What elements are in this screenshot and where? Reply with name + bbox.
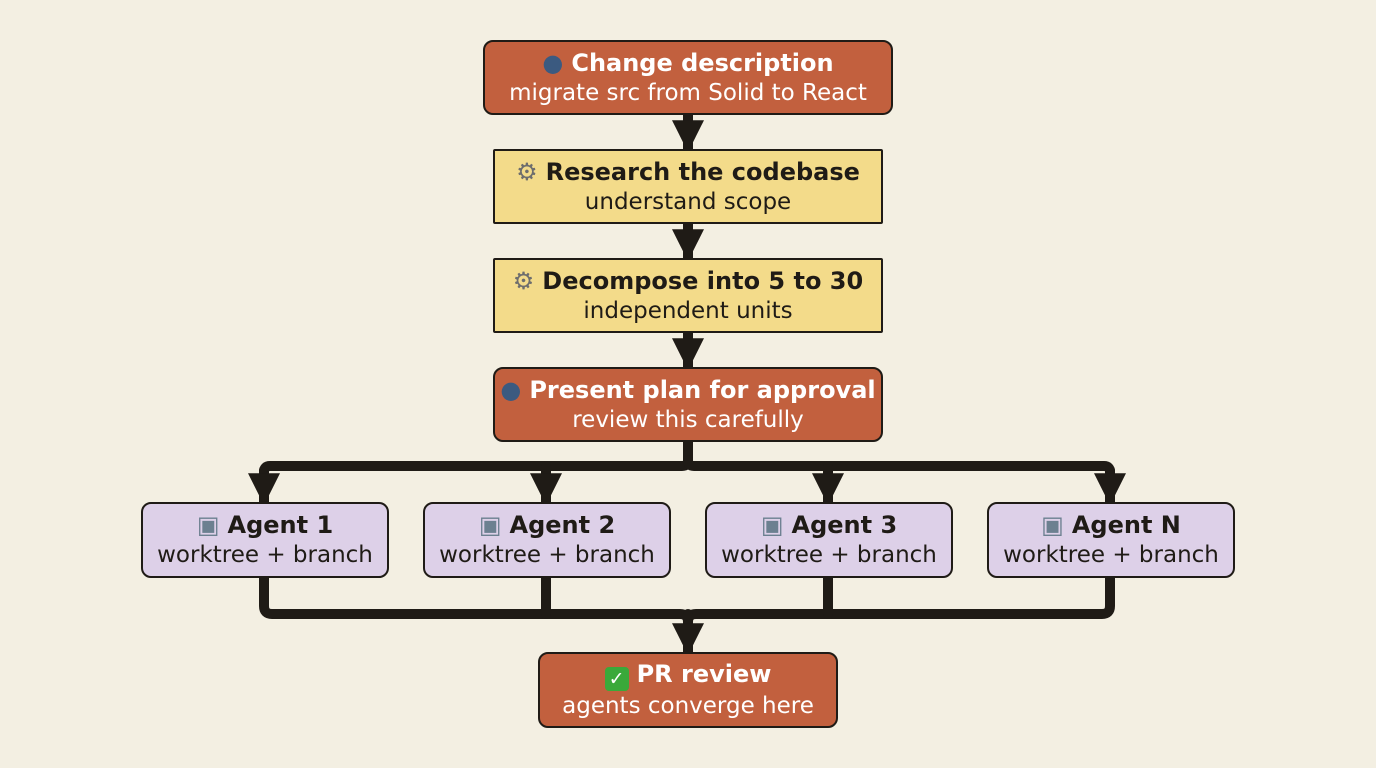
pr-review-node: ✓ PR review agents converge here <box>538 652 838 728</box>
agent-3-node: ▣Agent 3 worktree + branch <box>705 502 953 578</box>
merge-right <box>683 573 1115 627</box>
pr-review-title: PR review <box>636 660 772 688</box>
agent-1-title: Agent 1 <box>227 511 334 539</box>
robot-icon: ▣ <box>478 511 502 539</box>
person-icon: ● <box>542 48 564 77</box>
branch-trunk <box>259 437 693 481</box>
gear-icon: ⚙ <box>516 157 538 186</box>
research-codebase-subtitle: understand scope <box>584 188 792 215</box>
pr-review-subtitle: agents converge here <box>562 693 814 719</box>
agent-n-title: Agent N <box>1071 511 1181 539</box>
plan-approval-subtitle: review this carefully <box>572 406 804 433</box>
research-codebase-title: Research the codebase <box>545 157 860 186</box>
agent-3-subtitle: worktree + branch <box>721 542 937 568</box>
change-description-title: Change description <box>571 48 834 77</box>
check-icon: ✓ <box>604 667 629 691</box>
decompose-units-subtitle: independent units <box>583 297 793 324</box>
decompose-units-node: ⚙Decompose into 5 to 30 independent unit… <box>493 258 883 333</box>
change-description-node: ●Change description migrate src from Sol… <box>483 40 893 115</box>
agent-n-node: ▣Agent N worktree + branch <box>987 502 1235 578</box>
robot-icon: ▣ <box>196 511 220 539</box>
agent-1-node: ▣Agent 1 worktree + branch <box>141 502 389 578</box>
agent-1-subtitle: worktree + branch <box>157 542 373 568</box>
agent-2-node: ▣Agent 2 worktree + branch <box>423 502 671 578</box>
research-codebase-node: ⚙Research the codebase understand scope <box>493 149 883 224</box>
agent-2-subtitle: worktree + branch <box>439 542 655 568</box>
plan-approval-title: Present plan for approval <box>529 375 876 404</box>
agent-2-title: Agent 2 <box>509 511 616 539</box>
person-icon: ● <box>500 375 522 404</box>
robot-icon: ▣ <box>1041 511 1064 539</box>
change-description-subtitle: migrate src from Solid to React <box>509 79 867 106</box>
agent-3-title: Agent 3 <box>791 511 898 539</box>
robot-icon: ▣ <box>760 511 784 539</box>
agent-n-subtitle: worktree + branch <box>1003 542 1219 568</box>
plan-approval-node: ●Present plan for approval review this c… <box>493 367 883 442</box>
merge-left <box>259 573 693 627</box>
branch-right <box>683 455 1115 481</box>
gear-icon: ⚙ <box>512 266 535 295</box>
decompose-units-title: Decompose into 5 to 30 <box>542 266 864 295</box>
